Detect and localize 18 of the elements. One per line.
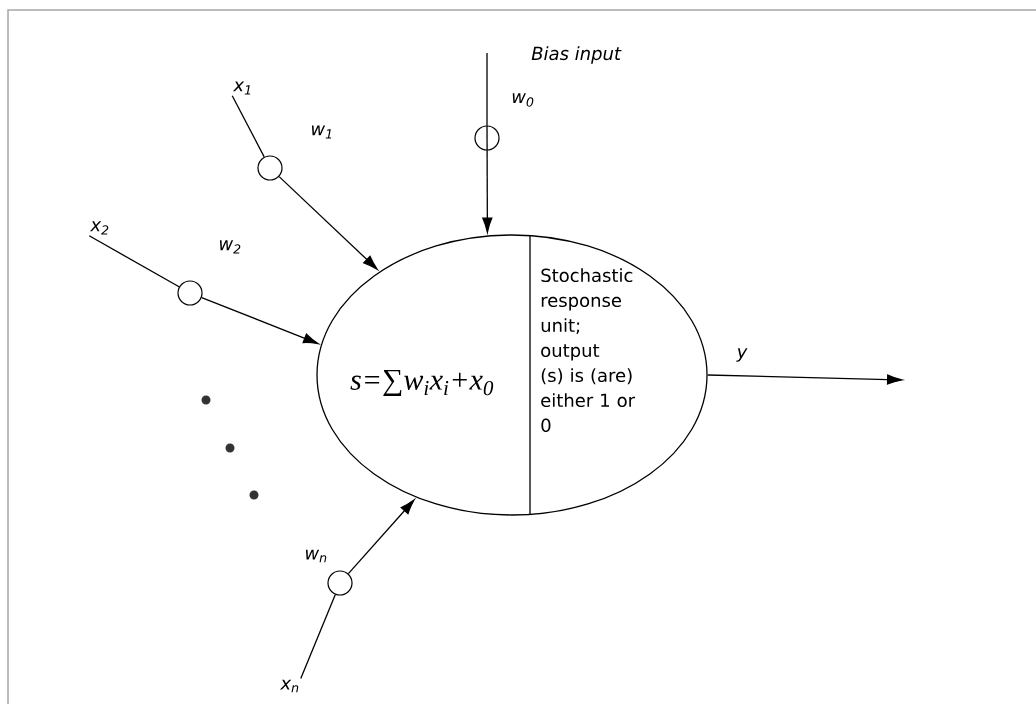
input-label: x$_{2}$ bbox=[89, 221, 109, 235]
weight-circle bbox=[257, 155, 283, 181]
weight-label: w$_{2}$ bbox=[219, 240, 241, 254]
weight-label: w$_{0}$ bbox=[512, 93, 534, 107]
weight-label: Bias input bbox=[531, 46, 622, 64]
arrow bbox=[347, 499, 415, 575]
weight-circle bbox=[474, 125, 500, 151]
arrow bbox=[278, 176, 378, 270]
weight-circle bbox=[327, 570, 353, 596]
input-label: x$_{n}$ bbox=[279, 679, 299, 693]
weight-circle bbox=[177, 280, 203, 306]
arrow bbox=[201, 296, 319, 345]
arrow bbox=[707, 374, 903, 385]
weight-label: w$_{n}$ bbox=[305, 549, 327, 563]
arrow bbox=[482, 124, 493, 233]
edge-label: y bbox=[735, 347, 749, 363]
input-label: x$_{1}$ bbox=[232, 81, 251, 95]
weight-label: w$_{1}$ bbox=[311, 125, 332, 139]
